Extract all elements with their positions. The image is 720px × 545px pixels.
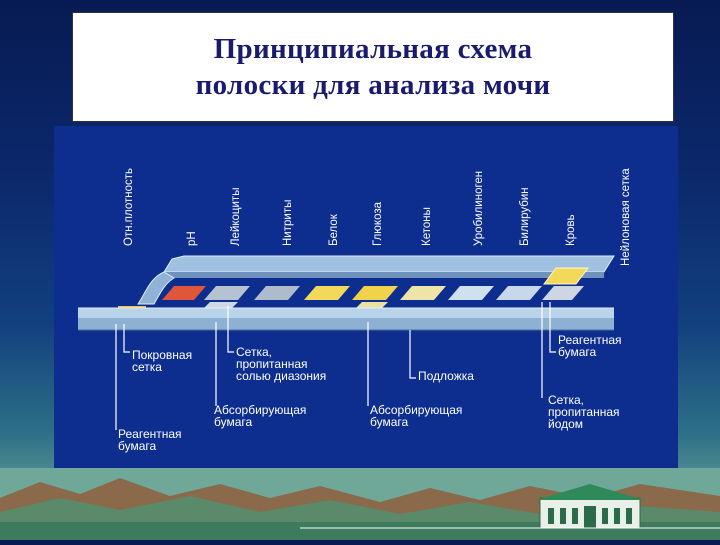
callout-absorb-left-2: бумага [214, 415, 253, 429]
callout-reagent-right-1: Реагентная [558, 333, 622, 347]
pad-leukocytes [204, 286, 250, 300]
label-nylon-mesh: Нейлоновая сетка [620, 168, 632, 266]
pad-protein [304, 286, 350, 300]
callout-reagent-right-2: бумага [558, 345, 597, 359]
pad-urobilinogen [448, 286, 494, 300]
building-icon [536, 484, 644, 529]
label-leukocytes: Лейкоциты [230, 188, 242, 246]
pad-glucose [352, 286, 398, 300]
callout-iodine-1: Сетка, [548, 393, 584, 407]
callout-cover-mesh-2: сетка [132, 360, 162, 374]
pad-ph [162, 286, 206, 300]
strip-diagram: Отн.плотность pH Лейкоциты Нитриты Белок… [54, 126, 678, 468]
callout-diazo-2: пропитанная [236, 357, 308, 371]
leader-lines [115, 302, 556, 430]
footer-landscape [0, 468, 720, 540]
label-urobilinogen: Уробилиноген [473, 171, 485, 246]
strip-fold [137, 271, 175, 305]
leader-reagent-right [549, 302, 556, 353]
pad-blood-under [542, 286, 584, 300]
label-glucose: Глюкоза [372, 201, 384, 246]
title-line-1: Принципиальная схема [213, 33, 533, 65]
label-protein: Белок [328, 213, 340, 246]
leader-cover-mesh [123, 324, 130, 353]
pad-nitrites [254, 286, 300, 300]
leader-substrate [409, 330, 416, 379]
callout-absorb-right-2: бумага [370, 415, 409, 429]
callout-diazo-1: Сетка, [236, 345, 272, 359]
label-specific-gravity: Отн.плотность [123, 168, 135, 246]
leader-diazo [227, 306, 234, 353]
callout-absorb-left-1: Абсорбирующая [214, 403, 306, 417]
callout-reagent-left-2: бумага [118, 439, 157, 453]
title-line-2: полоски для анализа мочи [195, 69, 551, 101]
title-box: Принципиальная схема полоски для анализа… [72, 12, 674, 122]
label-bilirubin: Билирубин [519, 187, 531, 246]
reagent-pads [118, 267, 589, 312]
pad-bilirubin [496, 286, 542, 300]
label-nitrites: Нитриты [282, 200, 294, 246]
callout-substrate: Подложка [418, 369, 474, 383]
pad-ketones [400, 286, 446, 300]
label-ketones: Кетоны [421, 207, 433, 246]
label-blood: Кровь [565, 214, 577, 246]
callout-cover-mesh-1: Покровная [132, 348, 192, 362]
callout-reagent-left-1: Реагентная [118, 427, 182, 441]
landscape-svg [0, 468, 720, 540]
substrate-top [78, 308, 614, 318]
callout-absorb-right-1: Абсорбирующая [370, 403, 462, 417]
label-ph: pH [186, 231, 198, 246]
substrate-front [78, 318, 614, 330]
nylon-mesh-edge [164, 272, 604, 278]
pad-blood [543, 267, 589, 285]
strip-diagram-svg: Отн.плотность pH Лейкоциты Нитриты Белок… [54, 126, 678, 468]
nylon-mesh-layer [163, 255, 615, 273]
callout-iodine-3: йодом [548, 417, 583, 431]
callout-iodine-2: пропитанная [548, 405, 620, 419]
callout-diazo-3: солью диазония [236, 369, 326, 383]
